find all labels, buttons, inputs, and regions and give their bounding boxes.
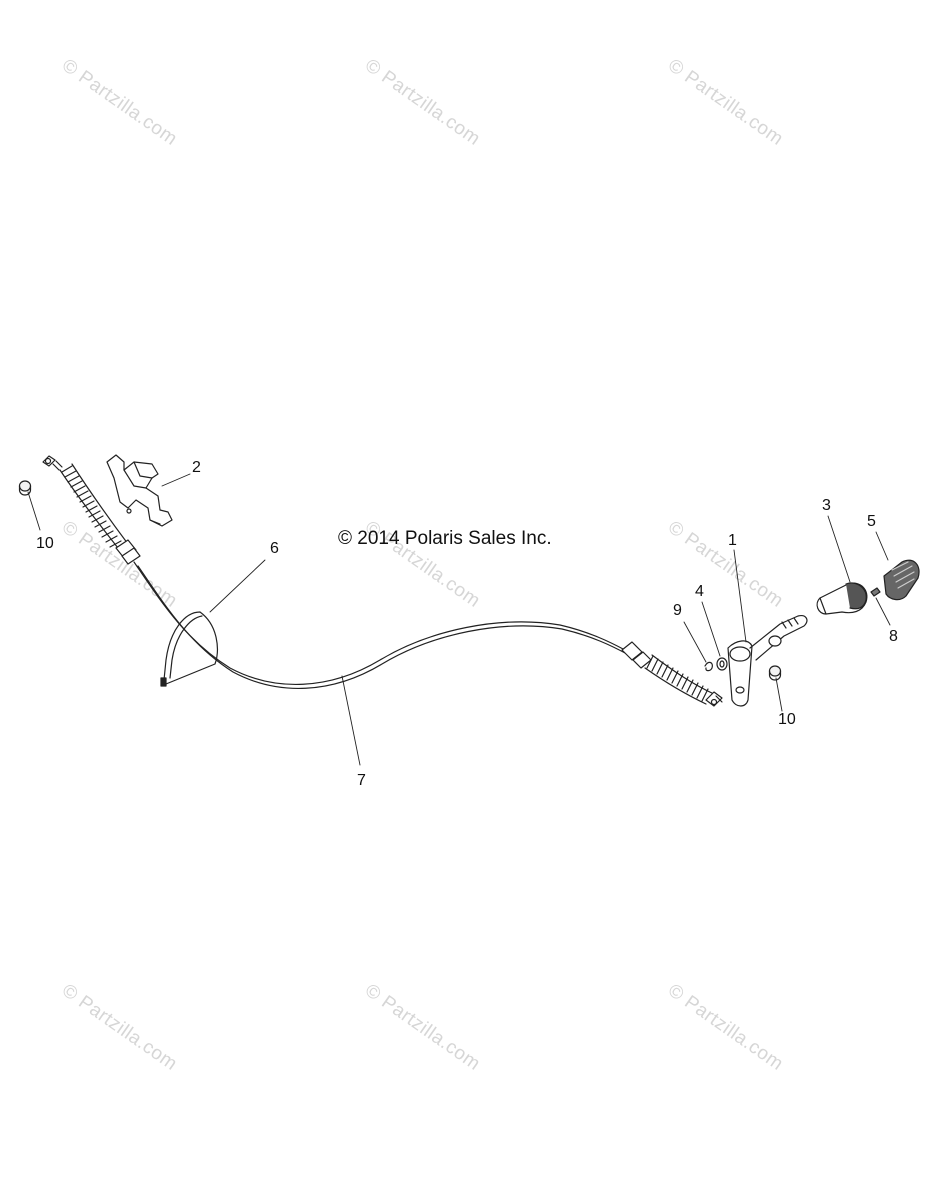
callout-5: 5 (867, 513, 876, 530)
bushing-part-4 (716, 657, 728, 671)
leader-5 (875, 531, 889, 561)
bracket-part-2 (106, 454, 173, 527)
cable-end-left (42, 455, 141, 565)
callout-7: 7 (357, 772, 366, 789)
callout-8: 8 (889, 628, 898, 645)
leader-3 (827, 515, 851, 583)
leader-2 (161, 473, 191, 487)
leader-10-left (27, 491, 41, 531)
leader-7 (341, 675, 361, 766)
nut-part-10-right (768, 665, 782, 681)
callout-6: 6 (270, 540, 279, 557)
screw-part-8 (870, 587, 881, 597)
callout-1: 1 (728, 532, 737, 549)
leader-10-right (775, 677, 783, 712)
leader-6 (209, 559, 266, 613)
pedal-part-1 (727, 615, 808, 707)
callout-10-left: 10 (36, 535, 54, 552)
callout-3: 3 (822, 497, 831, 514)
leader-9 (683, 621, 707, 663)
cable-end-right (621, 641, 723, 707)
cable-tie-part-6 (163, 611, 218, 685)
callout-4: 4 (695, 583, 704, 600)
leader-8 (875, 597, 891, 626)
nut-part-10-left (18, 480, 32, 496)
knob-part-3 (816, 582, 868, 615)
leader-4 (701, 601, 721, 657)
copyright-text: © 2014 Polaris Sales Inc. (338, 528, 552, 549)
callout-2: 2 (192, 459, 201, 476)
callout-10-right: 10 (778, 711, 796, 728)
grip-part-5 (883, 559, 920, 601)
callout-9: 9 (673, 602, 682, 619)
clip-part-9 (704, 661, 713, 672)
leader-1 (733, 549, 747, 643)
